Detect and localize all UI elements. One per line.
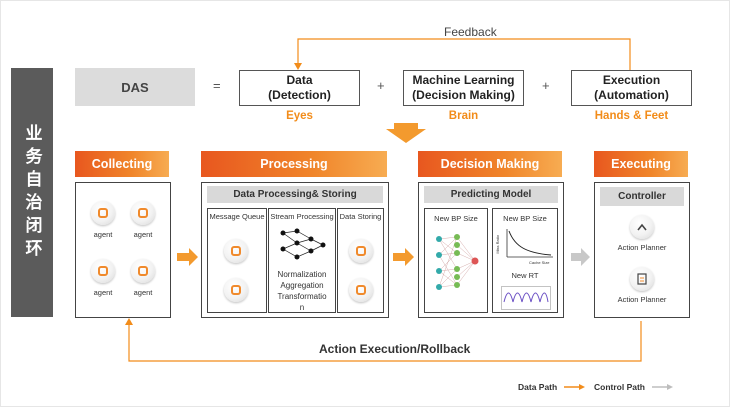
ml-box-line2: (Decision Making) [412,88,515,102]
equals-sign: = [213,78,221,93]
decision-title: Decision Making [440,157,540,171]
rt-wave-icon [501,286,551,310]
storage-icon-2 [349,278,373,302]
decision-panel: Predicting Model New BP Size [418,182,564,318]
plus-sign-1: + [377,78,385,93]
agent-label: agent [133,230,153,239]
processing-subtitle-text: Data Processing& Storing [233,189,357,200]
stream-processing-label: Stream Processing [270,212,334,221]
rollback-line [128,321,642,362]
executing-header: Executing [594,151,688,177]
das-label: DAS [121,79,149,95]
decision-subtitle-text: Predicting Model [450,189,532,200]
agent-label: agent [93,288,113,297]
arrow-collect-process [177,248,198,266]
queue-icon-1 [224,239,248,263]
ml-box-line1: Machine Learning [412,73,515,87]
rollback-arrowhead [125,318,133,325]
sidebar-label-box: 业务自治闭环 [11,68,53,317]
brain-label: Brain [448,110,479,122]
processing-title: Processing [260,157,328,171]
neural-network-icon [436,234,479,290]
data-storing-label: Data Storing [339,212,382,221]
database-icon [91,201,115,225]
agent-node-2: agent [128,201,158,239]
plus-sign-2: + [542,78,550,93]
step-normalization: Normalization [277,270,327,279]
exec-box-line2: (Automation) [594,88,669,102]
agent-node-3: agent [88,259,118,297]
agent-node-4: agent [128,259,158,297]
new-bp-size-label-left: New BP Size [434,214,478,223]
message-queue-column: Message Queue [207,208,267,313]
machine-learning-box: Machine Learning (Decision Making) [403,70,524,106]
sidebar-label: 业务自治闭环 [21,123,42,262]
decision-subtitle: Predicting Model [424,186,558,203]
stream-graph-icon [280,228,326,260]
das-box: DAS [75,68,195,106]
action-execution-rollback-label: Action Execution/Rollback [319,342,471,356]
data-detection-box: Data (Detection) [239,70,360,106]
step-transformation-tail: n [299,303,305,312]
eyes-label: Eyes [286,110,313,122]
arrow-decision-execute [571,248,590,266]
miss-ratio-curve-icon [506,229,553,258]
controller-subtitle-text: Controller [618,191,666,202]
processing-subtitle: Data Processing& Storing [207,186,383,203]
collecting-header: Collecting [75,151,169,177]
hands-feet-label: Hands & Feet [594,110,669,122]
chevron-up-icon [637,223,647,231]
feedback-label: Feedback [444,25,497,39]
action-planner-label: Action Planner [617,243,667,252]
legend-control-arrow [667,384,673,390]
executing-title: Executing [611,157,671,171]
new-rt-label: New RT [511,271,539,280]
data-box-line1: Data [286,73,313,87]
arrow-process-decision [393,248,414,266]
bp-size-column-right: New BP Size Miss Ratio Cache Size New RT [492,208,558,313]
database-icon [131,259,155,283]
collecting-panel: agent agent agent agent [75,182,171,318]
legend-data-path: Data Path [518,382,558,392]
exec-box-line1: Execution [602,73,661,87]
planner-icon [630,215,654,239]
step-transformation: Transformatio [277,292,327,301]
feedback-line [297,38,631,70]
execution-box: Execution (Automation) [571,70,692,106]
step-aggregation: Aggregation [280,281,324,290]
action-planner-2: Action Planner [595,267,689,304]
data-storing-column: Data Storing [337,208,384,313]
stream-steps: Normalization Aggregation Transformatio … [269,269,335,313]
message-queue-label: Message Queue [209,212,265,221]
database-icon [91,259,115,283]
storage-icon-1 [349,239,373,263]
data-box-line2: (Detection) [268,88,331,102]
processing-header: Processing [201,151,387,177]
down-arrow-icon [386,123,426,143]
legend-data-arrow [579,384,585,390]
axis-x-label: Cache Size [529,260,550,265]
new-bp-size-label-right: New BP Size [503,214,547,223]
collecting-title: Collecting [91,157,153,171]
agent-label: agent [133,288,153,297]
agent-label: agent [93,230,113,239]
stream-processing-column: Stream Processing Normalization [268,208,336,313]
controller-subtitle: Controller [600,187,684,206]
axis-y-label: Miss Ratio [495,235,500,254]
agent-node-1: agent [88,201,118,239]
bp-size-column-left: New BP Size [424,208,488,313]
decision-header: Decision Making [418,151,562,177]
processing-panel: Data Processing& Storing Message Queue S… [201,182,389,318]
queue-icon-2 [224,278,248,302]
action-planner-1: Action Planner [595,215,689,252]
action-planner-label: Action Planner [617,295,667,304]
executing-panel: Controller Action Planner Action Planner [594,182,690,318]
planner-icon [630,267,654,291]
legend-control-path: Control Path [594,382,645,392]
database-icon [131,201,155,225]
document-icon [637,273,647,285]
feedback-arrowhead [294,63,302,70]
